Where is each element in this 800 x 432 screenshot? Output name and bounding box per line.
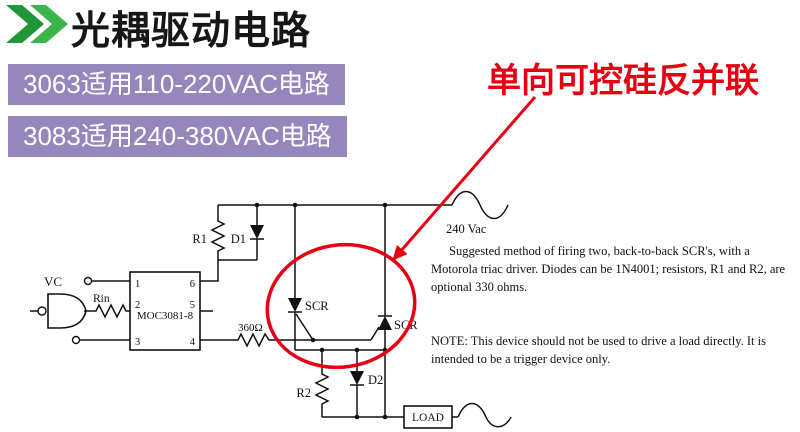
- gate-resistor-label: 360Ω: [238, 322, 263, 334]
- scr-left-label: SCR: [305, 299, 329, 313]
- scr-left-triangle: [288, 298, 302, 312]
- suggested-method-note: Suggested method of firing two, back-to-…: [431, 244, 786, 294]
- pin3-label: 3: [135, 337, 140, 348]
- junction-dot: [382, 202, 388, 208]
- gate-bubble-icon: [37, 306, 47, 316]
- caution-note: NOTE: This device should not be used to …: [431, 334, 766, 366]
- pin5-label: 5: [190, 300, 195, 311]
- chevron-right-icon: [30, 5, 68, 43]
- pin3-terminal: [71, 335, 130, 345]
- gate-resistor-zigzag: [200, 332, 371, 348]
- scr-left: SCR: [288, 205, 329, 350]
- junction-dot: [354, 347, 360, 353]
- diode-d1: D1: [231, 205, 264, 260]
- gate-body-icon: [47, 293, 87, 329]
- driver-gate: Rin: [30, 293, 130, 329]
- highlight-ellipse: [265, 242, 417, 370]
- scr-right-triangle: [378, 316, 392, 330]
- r1-zigzag: [210, 205, 226, 260]
- junction-dot: [319, 347, 325, 353]
- pin1-label: 1: [135, 279, 140, 290]
- load-label: LOAD: [412, 412, 444, 424]
- junction-dot: [382, 414, 388, 420]
- rin-label: Rin: [93, 293, 110, 305]
- load-box: [403, 405, 453, 429]
- scr-antiparallel-callout: 单向可控硅反并联: [487, 62, 759, 100]
- pin2-label: 2: [135, 300, 140, 311]
- ic-label: MOC3081-8: [137, 310, 194, 322]
- vc-label: VC: [44, 274, 62, 289]
- gate-resistor-360: 360Ω: [200, 322, 371, 348]
- junction-dot: [292, 202, 298, 208]
- pin3-terminal-icon: [71, 335, 81, 345]
- double-chevron-icon: [6, 5, 68, 43]
- r2-zigzag: [314, 350, 330, 417]
- supply-voltage-label: 240 Vac: [446, 222, 487, 236]
- r2-label: R2: [296, 386, 311, 400]
- ac-source-bottom-icon: [457, 402, 512, 428]
- d2-triangle: [350, 371, 364, 385]
- d1-label: D1: [231, 232, 246, 246]
- vc-terminal-icon: [83, 276, 93, 286]
- junction-dot: [354, 414, 360, 420]
- d1-triangle: [250, 225, 264, 239]
- pin6-node-wire: [200, 259, 257, 282]
- resistor-r1: R1: [192, 205, 226, 260]
- page-title: 光耦驱动电路: [71, 10, 312, 53]
- banner-3083: 3083适用240-380VAC电路: [8, 116, 347, 157]
- chevron-left-icon: [6, 5, 44, 43]
- pin4-label: 4: [190, 337, 196, 348]
- junction-dot: [310, 337, 316, 343]
- junction-dot: [254, 202, 260, 208]
- resistor-r2: R2: [296, 350, 330, 417]
- callout-arrow-icon: [391, 96, 537, 261]
- vc-input: VC: [44, 274, 130, 289]
- r1-label: R1: [192, 232, 207, 246]
- ac-source-top-icon: [451, 190, 509, 220]
- scr-left-leads: [288, 205, 314, 350]
- pin6-label: 6: [190, 279, 195, 290]
- banner-3063: 3063适用110-220VAC电路: [8, 64, 345, 105]
- diode-d2: D2: [350, 350, 383, 417]
- load-branch: LOAD: [322, 402, 512, 429]
- d2-label: D2: [368, 373, 383, 387]
- optocoupler-ic: MOC3081-8 1 2 3 6 5 4: [129, 271, 201, 351]
- rin-zigzag: [84, 303, 130, 319]
